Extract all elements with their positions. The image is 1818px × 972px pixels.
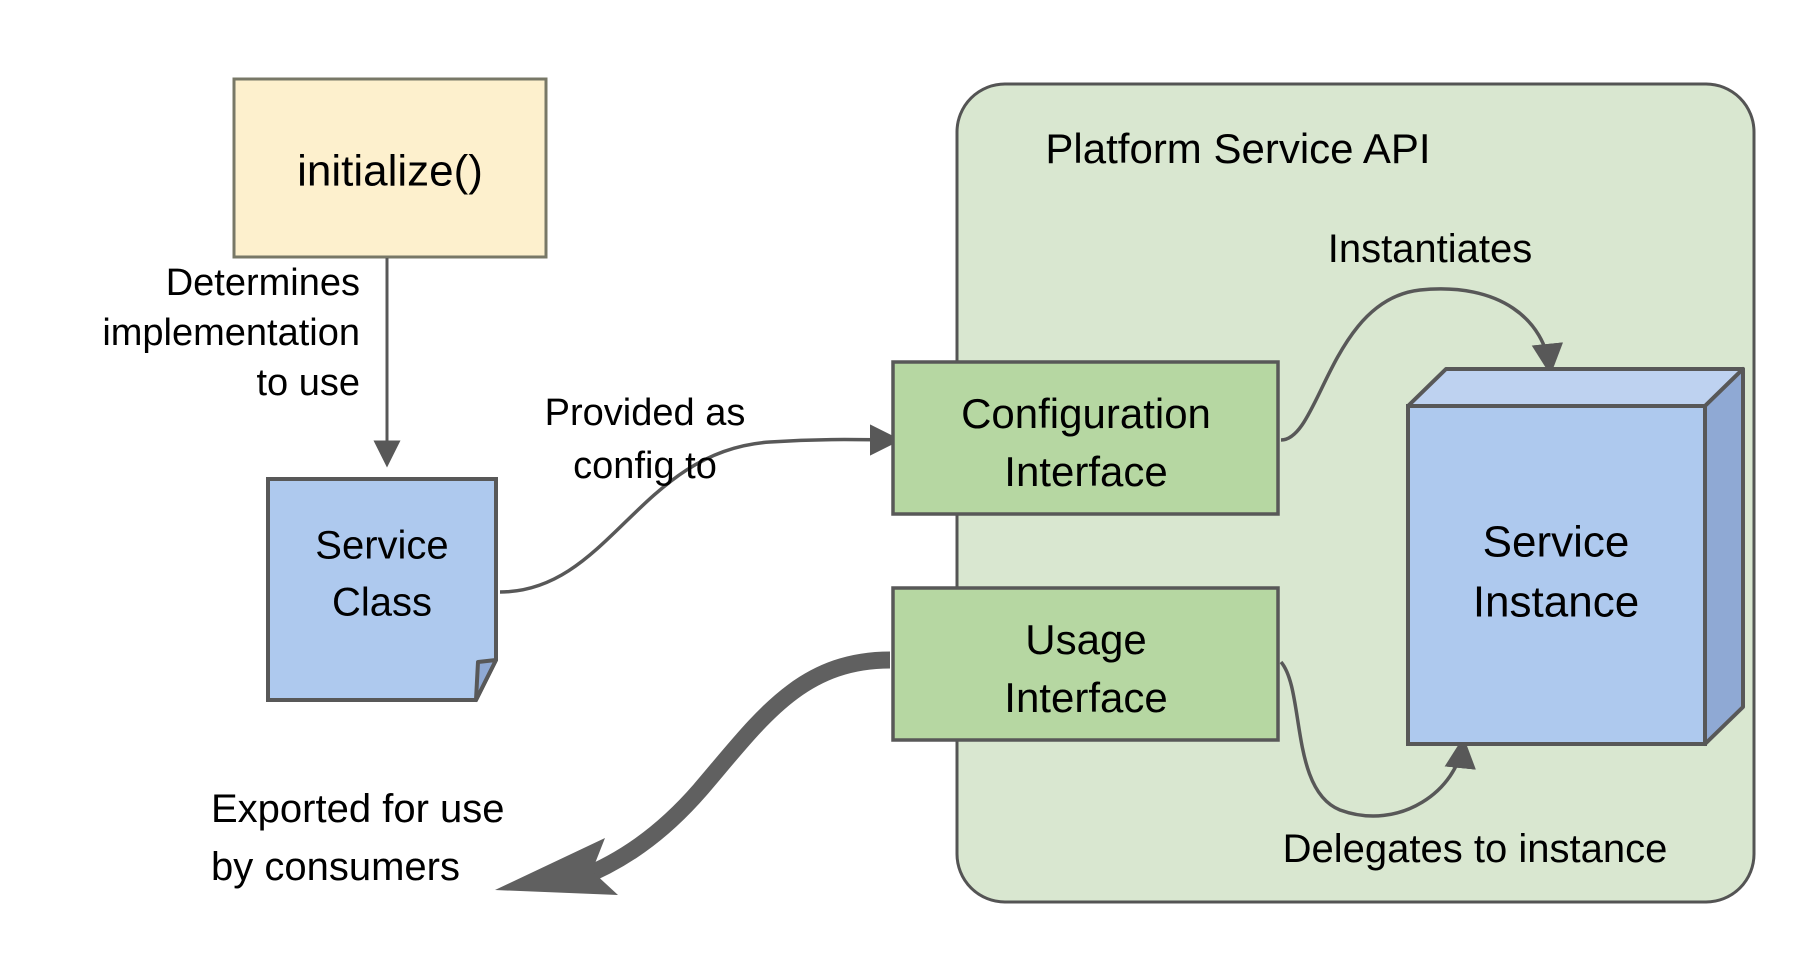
configuration-interface-label-line1: Configuration — [961, 390, 1211, 437]
determines-implementation-label-line1: Determines — [166, 262, 360, 304]
determines-implementation-label-line2: implementation — [102, 312, 360, 354]
determines-implementation-label-line3: to use — [256, 362, 360, 404]
exported-for-use-label-line1: Exported for use — [211, 787, 505, 831]
exported-for-use-line — [576, 651, 891, 886]
service-instance-label-line1: Service — [1483, 518, 1630, 567]
service-class-label-line1: Service — [315, 524, 448, 568]
configuration-interface-node[interactable]: Configuration Interface — [891, 360, 1280, 516]
initialize-label: initialize() — [297, 147, 483, 196]
service-instance-side-face — [1703, 367, 1745, 746]
service-class-fold — [474, 658, 498, 702]
configuration-interface-label-line2: Interface — [1004, 448, 1167, 495]
edge-instantiates — [1280, 287, 1564, 442]
edge-exported-for-use — [495, 651, 891, 895]
service-class-label-line2: Class — [332, 581, 432, 625]
service-instance-node[interactable]: Service Instance — [1406, 367, 1745, 746]
edge-provided-as-config — [499, 424, 902, 594]
configuration-interface-shape — [891, 360, 1280, 516]
exported-for-use-label-line2: by consumers — [211, 845, 460, 889]
service-instance-label-line2: Instance — [1473, 578, 1639, 627]
delegates-to-instance-label: Delegates to instance — [1283, 827, 1668, 871]
usage-interface-label-line1: Usage — [1025, 616, 1146, 663]
usage-interface-label-line2: Interface — [1004, 674, 1167, 721]
initialize-node[interactable]: initialize() — [232, 77, 548, 259]
service-class-node[interactable]: Service Class — [266, 477, 498, 702]
exported-for-use-arrowhead — [495, 838, 618, 895]
instantiates-line — [1280, 287, 1564, 442]
provided-as-config-label-line2: config to — [573, 445, 717, 487]
service-instance-front-face — [1406, 404, 1707, 746]
service-instance-top-face — [1406, 367, 1745, 408]
usage-interface-node[interactable]: Usage Interface — [891, 586, 1280, 742]
provided-as-config-line — [499, 424, 902, 594]
edge-delegates-to-instance — [1279, 660, 1476, 818]
instantiates-label: Instantiates — [1328, 227, 1533, 271]
provided-as-config-label-line1: Provided as — [545, 392, 746, 434]
initialize-shape — [232, 77, 548, 259]
delegates-to-instance-line — [1279, 660, 1476, 818]
platform-service-api-label: Platform Service API — [1045, 125, 1430, 172]
usage-interface-shape — [891, 586, 1280, 742]
